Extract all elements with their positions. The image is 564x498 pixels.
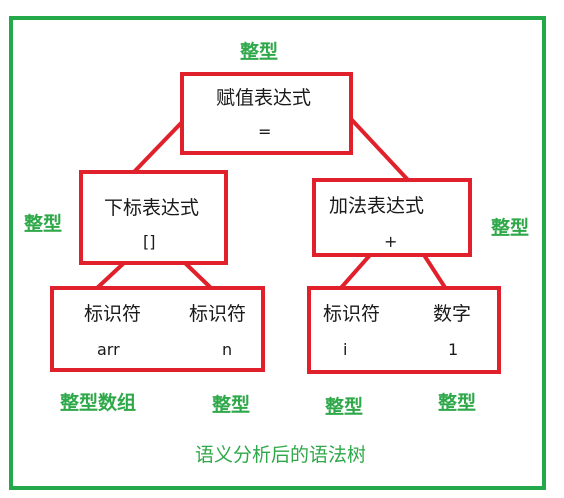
type-annotation-arr: 整型数组 <box>60 392 137 414</box>
leaf-identifier-value-n: n <box>222 340 233 359</box>
type-annotation-root: 整型 <box>240 41 279 63</box>
leaf-identifier-value-arr: arr <box>97 340 120 359</box>
node-assignment-expr <box>180 72 353 155</box>
edge-right-1 <box>422 253 448 291</box>
type-annotation-n: 整型 <box>212 394 251 416</box>
edge-left-n <box>182 260 214 291</box>
leaf-group-left <box>50 286 265 372</box>
edge-root-right <box>350 118 410 182</box>
leaf-identifier-label-n: 标识符 <box>189 303 247 325</box>
node-addition-op: + <box>384 232 398 251</box>
leaf-identifier-label-i: 标识符 <box>323 303 381 325</box>
type-annotation-subscript: 整型 <box>24 213 63 235</box>
node-subscript-expr <box>79 170 228 265</box>
leaf-group-right <box>307 286 501 374</box>
type-annotation-i: 整型 <box>325 396 364 418</box>
leaf-number-label: 数字 <box>433 303 472 325</box>
leaf-number-value: 1 <box>448 340 459 359</box>
diagram-frame <box>9 16 546 490</box>
diagram-caption: 语义分析后的语法树 <box>195 444 367 466</box>
node-addition-expr <box>312 178 472 257</box>
type-annotation-1: 整型 <box>438 392 477 414</box>
type-annotation-addition: 整型 <box>491 217 530 239</box>
edge-left-arr <box>94 260 127 291</box>
edge-root-left <box>131 118 186 175</box>
node-assignment-op: = <box>258 122 272 141</box>
leaf-identifier-value-i: i <box>343 340 348 359</box>
node-addition-label: 加法表达式 <box>329 195 425 217</box>
node-subscript-op: [] <box>143 232 156 251</box>
edge-right-i <box>338 253 372 291</box>
leaf-identifier-label-arr: 标识符 <box>84 303 142 325</box>
node-assignment-label: 赋值表达式 <box>216 87 312 109</box>
node-subscript-label: 下标表达式 <box>104 197 200 219</box>
